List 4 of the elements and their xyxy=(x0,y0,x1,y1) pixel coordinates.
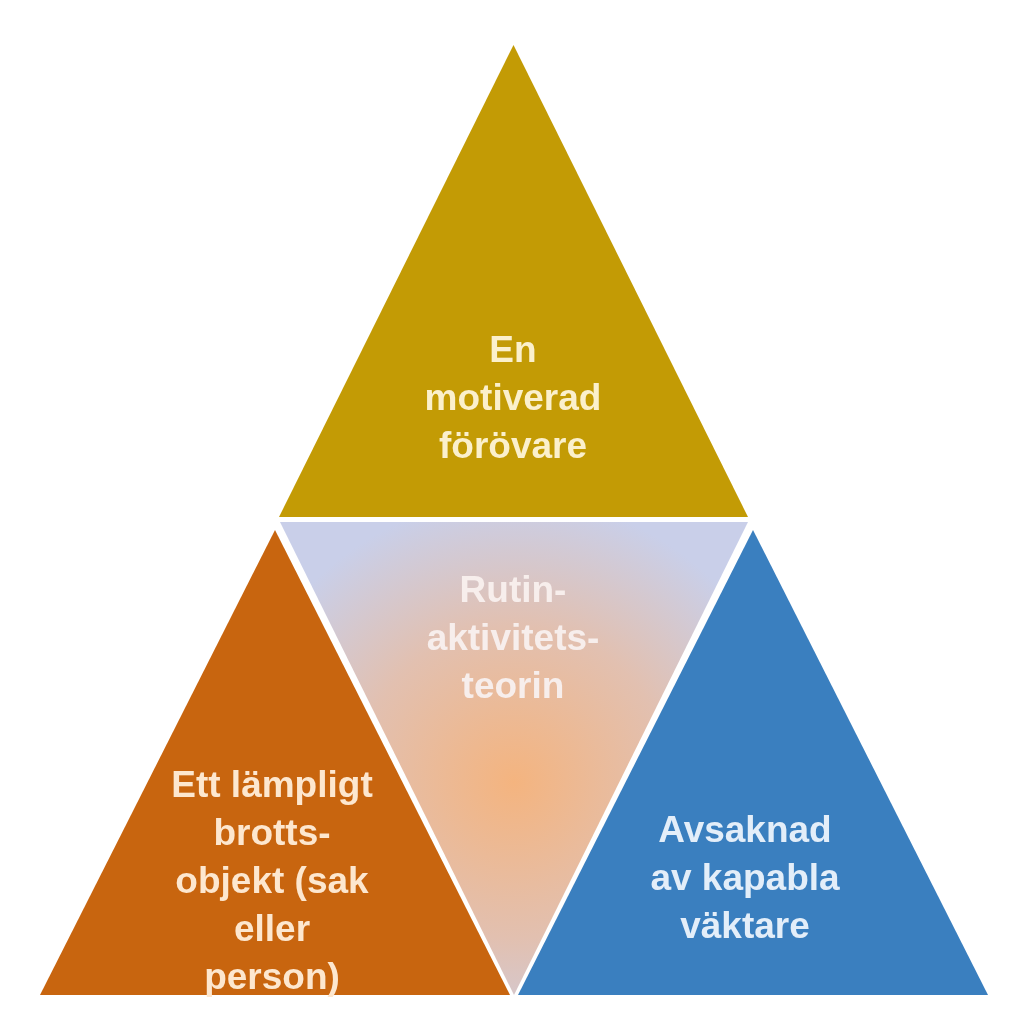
triangle xyxy=(279,45,748,517)
segment-label: Ett lämpligt brotts- objekt (sak eller person) xyxy=(170,763,374,999)
segment-label: En motiverad förövare xyxy=(423,328,603,468)
segment-label: Avsaknad av kapabla väktare xyxy=(649,808,841,948)
